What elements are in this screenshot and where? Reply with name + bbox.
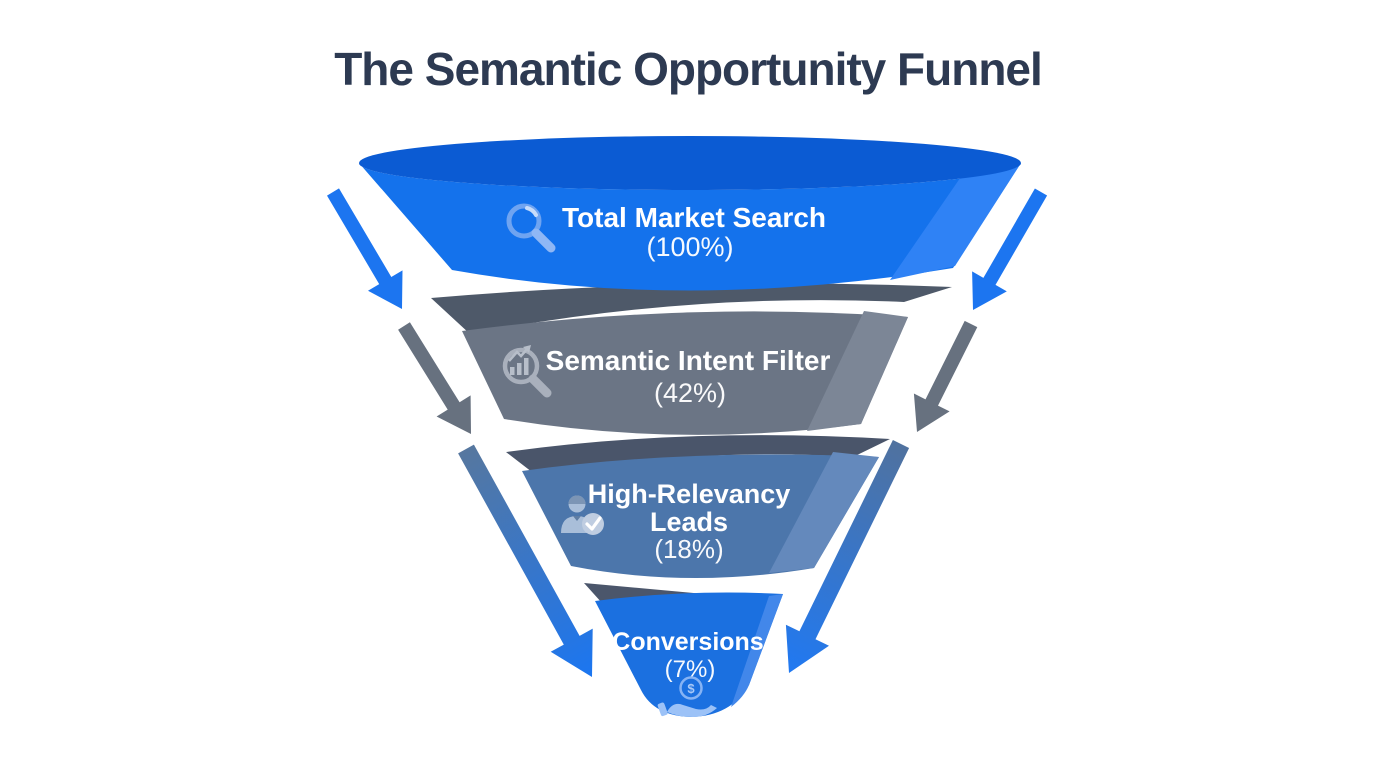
- stage-1-face: [359, 163, 1021, 291]
- funnel-stage-conversions: Conversions (7%) $: [595, 592, 783, 717]
- stage-4-label: Conversions: [612, 628, 763, 656]
- search-icon: [506, 203, 556, 253]
- stage-2-percent: (42%): [654, 378, 726, 408]
- flow-arrow-right-bottom-icon: [785, 440, 910, 673]
- stage-4-percent: (7%): [665, 656, 716, 683]
- stage-1-highlight-wedge: [890, 163, 1021, 280]
- flow-arrow-left-bottom-icon: [458, 444, 593, 677]
- stage-3-label-line1: High-Relevancy: [588, 479, 791, 509]
- stage-3-percent: (18%): [654, 534, 723, 564]
- stage-3-label-line2: Leads: [650, 507, 728, 537]
- stage-3-underside-band: [506, 435, 890, 479]
- person-check-icon: [561, 495, 604, 535]
- chart-magnifier-icon: [502, 345, 552, 398]
- dollar-hand-icon: $: [657, 676, 717, 717]
- stage-1-top-ellipse: [359, 136, 1021, 190]
- flow-arrow-right-mid-icon: [913, 320, 978, 432]
- funnel-stage-total-market-search: Total Market Search (100%): [359, 136, 1021, 291]
- flow-arrow-left-top-icon: [327, 188, 403, 309]
- funnel-stage-high-relevancy-leads: High-Relevancy Leads (18%): [522, 452, 879, 579]
- stage-1-percent: (100%): [646, 232, 733, 262]
- flow-arrow-right-top-icon: [972, 188, 1048, 310]
- stage-4-highlight-wedge: [731, 594, 783, 707]
- stage-1-label: Total Market Search: [562, 202, 826, 233]
- stage-2-highlight-wedge: [807, 311, 908, 431]
- page-title: The Semantic Opportunity Funnel: [334, 43, 1043, 95]
- stage-3-highlight-wedge: [769, 452, 879, 573]
- stage-2-face: [462, 311, 908, 435]
- flow-arrow-left-mid-icon: [398, 322, 471, 434]
- stage-2-underside-band: [431, 283, 952, 334]
- dollar-glyph: $: [687, 681, 695, 696]
- funnel-stage-semantic-intent-filter: Semantic Intent Filter (42%): [462, 311, 908, 435]
- stage-2-label: Semantic Intent Filter: [546, 345, 831, 376]
- stage-4-face: [595, 592, 783, 717]
